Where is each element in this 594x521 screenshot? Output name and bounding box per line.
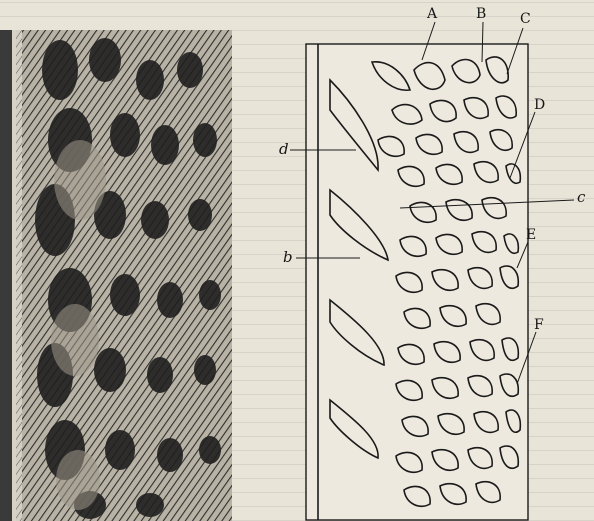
label-A: A [427,7,437,21]
label-D: D [534,98,545,112]
engraved-tissue-panel [0,30,232,521]
outline-diagram [306,44,528,520]
label-d: d [279,142,289,157]
label-E: E [526,228,536,242]
label-F: F [534,318,544,332]
label-b: b [283,250,293,265]
label-C: C [520,12,531,26]
label-B: B [476,7,486,21]
label-c: c [577,190,585,205]
